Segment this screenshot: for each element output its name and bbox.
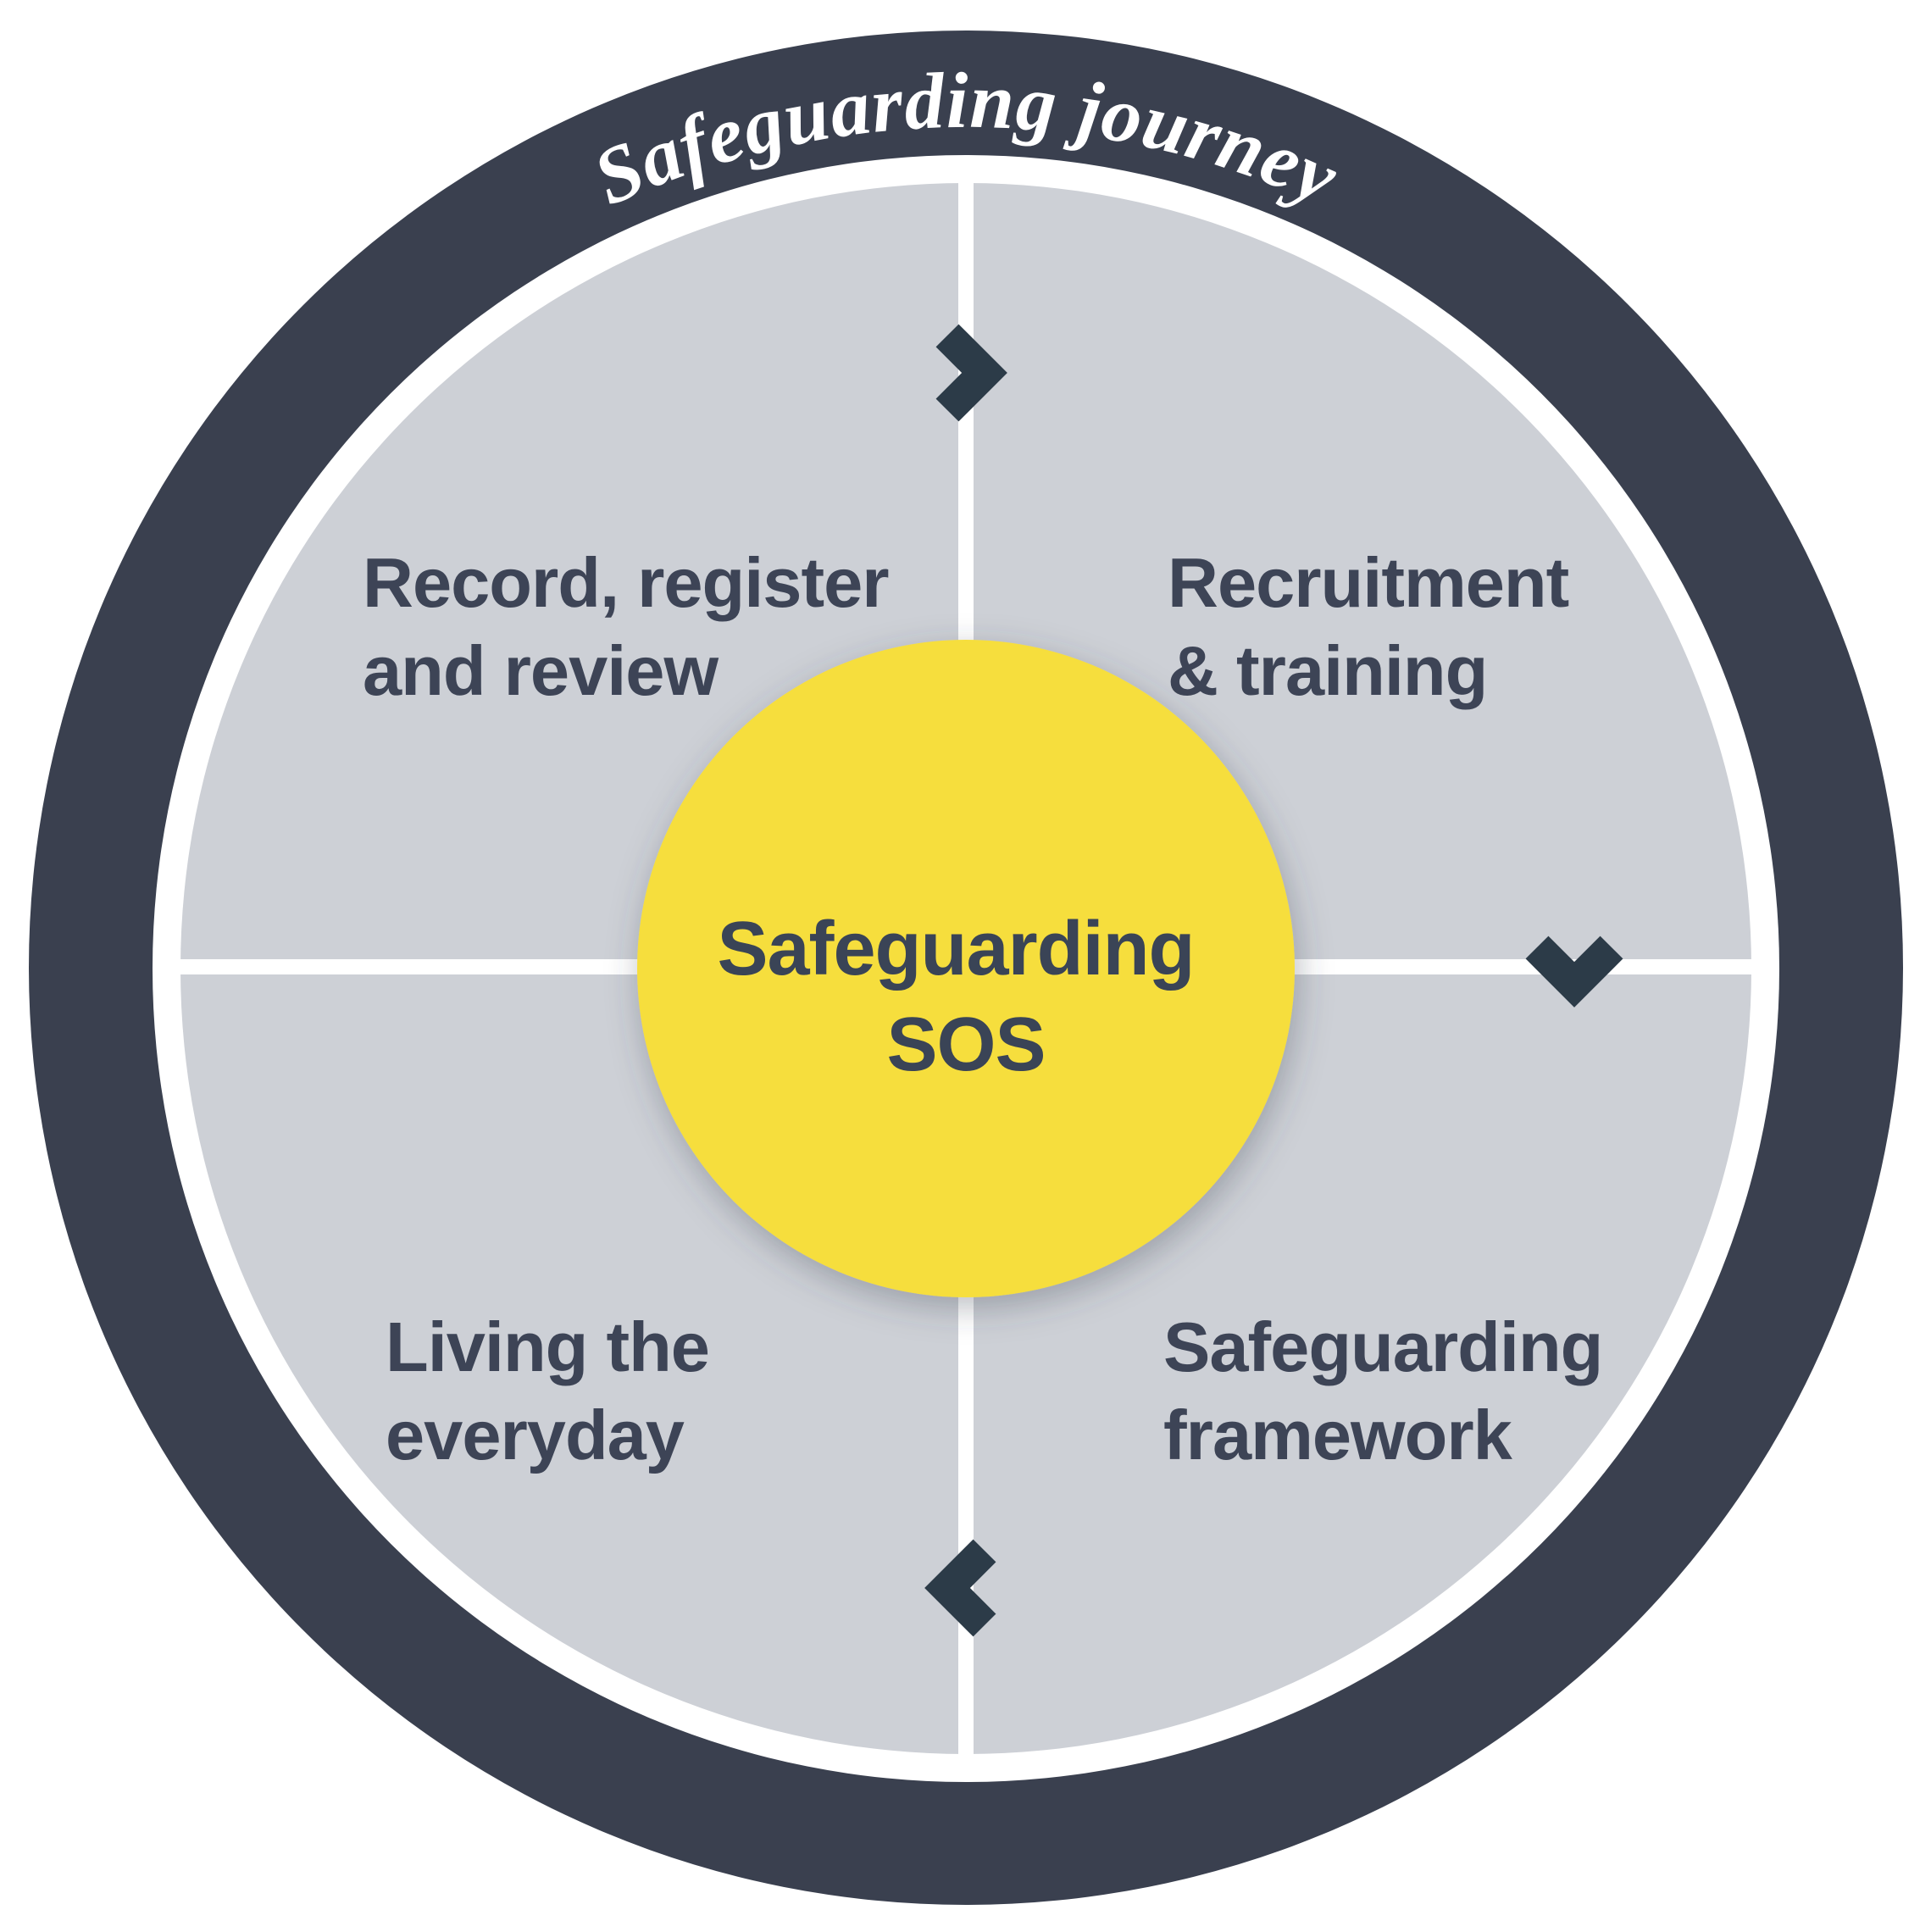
- quadrant-label-line: Recruitment: [1168, 543, 1569, 622]
- quadrant-label-line: Safeguarding: [1163, 1307, 1602, 1386]
- quadrant-label-living-everyday: Living the everyday: [386, 1307, 728, 1474]
- center-label-line: SOS: [886, 1002, 1045, 1087]
- quadrant-label-line: everyday: [386, 1396, 685, 1474]
- chevron-down-icon: [1525, 935, 1623, 1008]
- quadrant-label-line: & training: [1168, 631, 1487, 710]
- center-circle: [637, 640, 1295, 1297]
- quadrant-label-line: and review: [363, 631, 719, 710]
- quadrant-label-line: Living the: [386, 1307, 709, 1386]
- quadrant-label-recruitment-training: Recruitment & training: [1168, 543, 1587, 710]
- center-label: Safeguarding SOS: [717, 907, 1214, 1087]
- chevron-right-icon: [935, 324, 1007, 422]
- chevron-left-icon: [924, 1539, 996, 1637]
- quadrant-label-record-register-review: Record, register and review: [363, 543, 907, 710]
- center-label-line: Safeguarding: [717, 907, 1194, 991]
- quadrant-label-safeguarding-framework: Safeguarding framework: [1163, 1307, 1621, 1474]
- quadrant-label-line: Record, register: [363, 543, 889, 622]
- quadrant-label-line: framework: [1163, 1396, 1513, 1474]
